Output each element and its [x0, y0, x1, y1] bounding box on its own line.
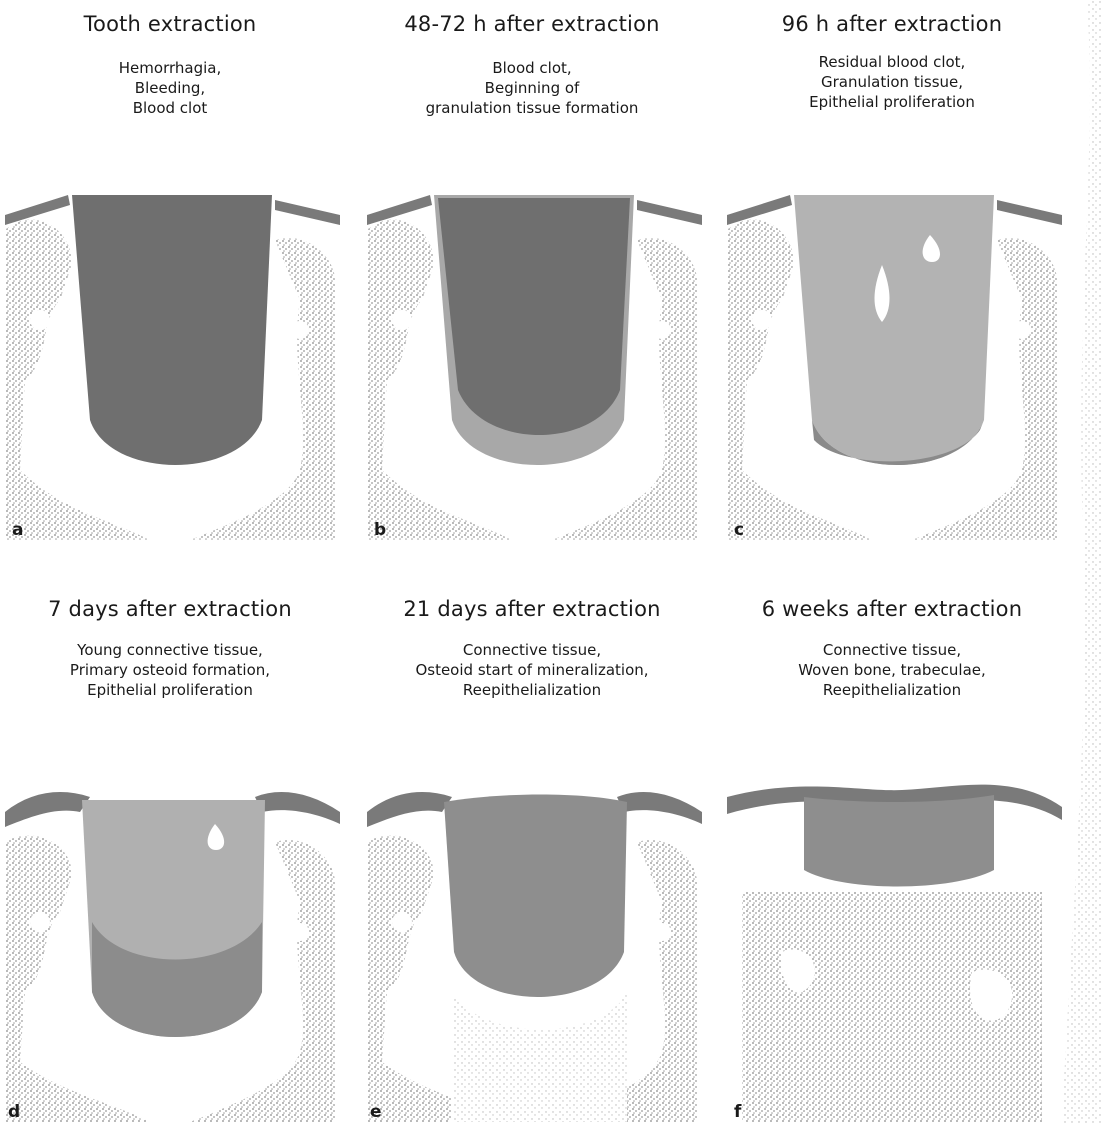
panel-b: 48-72 h after extraction Blood clot, Beg… — [362, 0, 722, 545]
panel-e: 21 days after extraction Connective tiss… — [362, 592, 722, 1124]
panel-letter: f — [734, 1102, 741, 1122]
panel-letter: d — [8, 1102, 20, 1122]
panel-d: 7 days after extraction Young connective… — [0, 592, 360, 1124]
socket-illustration — [722, 0, 1082, 545]
panel-c: 96 h after extraction Residual blood clo… — [722, 0, 1082, 545]
socket-illustration — [362, 0, 722, 545]
panel-f: 6 weeks after extraction Connective tiss… — [722, 592, 1082, 1124]
panel-letter: e — [370, 1102, 382, 1122]
socket-illustration — [722, 592, 1082, 1124]
panel-letter: a — [12, 520, 23, 540]
socket-illustration — [0, 592, 360, 1124]
socket-illustration — [0, 0, 360, 545]
socket-illustration — [362, 592, 722, 1124]
panel-letter: b — [374, 520, 386, 540]
panel-a: Tooth extraction Hemorrhagia, Bleeding, … — [0, 0, 360, 545]
stippled-edge — [1042, 0, 1102, 1124]
panel-letter: c — [734, 520, 744, 540]
